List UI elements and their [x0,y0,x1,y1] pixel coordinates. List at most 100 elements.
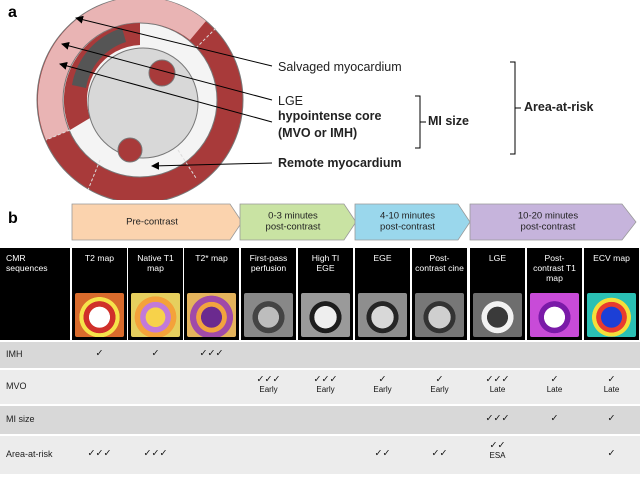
header-label: CMR sequences [6,253,48,273]
papillary-lower [117,137,143,163]
checkmark-icon: ✓ [607,374,616,385]
phase-arrow-late [469,203,637,241]
header-seq-5: EGE [355,248,410,340]
header-seq-8: Post-contrast T1 map [527,248,582,340]
phase-pre: Pre-contrast [72,204,242,240]
seq-label: T2 map [84,253,115,263]
core-region [72,28,126,88]
check-cell: ✓Late [584,374,639,395]
header-seq-9: ECV map [584,248,639,340]
seq-thumbnail [187,293,236,337]
seq-label: EGE [373,253,392,263]
checkmark-icon: ✓✓ [431,448,448,459]
phase-mid-l1: 4-10 minutes [380,210,435,222]
checkmark-icon: ✓✓✓ [485,413,510,424]
checkmark-icon: ✓✓✓ [199,348,224,359]
seq-label: T2* map [195,253,228,263]
phase-arrow-mid [354,203,471,241]
seq-thumbnail [587,293,636,337]
timing-note: ESA [489,451,506,461]
checkmark-icon: ✓ [435,374,444,385]
phase-late-l2: post-contrast [520,222,576,233]
seq-label: Post-contrast cine [415,253,464,273]
lge-label: LGE [278,94,304,108]
checkmark-icon: ✓✓✓ [143,448,168,459]
table-row: Area-at-risk✓✓✓✓✓✓✓✓✓✓✓✓ESA✓ [0,436,640,474]
seq-thumbnail [301,293,350,337]
phase-arrows [71,203,637,241]
core-label-line2: (MVO or IMH) [278,126,358,140]
header-seq-2: T2* map [184,248,239,340]
lv-cavity [87,47,199,159]
timing-note: Early [316,385,335,395]
checkmark-icon: ✓ [607,448,616,459]
heart-diagram [36,0,521,200]
table-row: MVO✓✓✓Early✓✓✓Early✓Early✓Early✓✓✓Late✓L… [0,370,640,404]
timing-note: Late [546,385,563,395]
checkmark-icon: ✓ [378,374,387,385]
timing-note: Early [373,385,392,395]
seq-thumbnail [244,293,293,337]
check-cell: ✓✓ESA [470,440,525,461]
row-label: MI size [6,414,35,424]
mi-size-brace [415,95,426,149]
timing-note: Early [259,385,278,395]
check-cell: ✓✓✓Early [298,374,353,395]
check-cell: ✓ [128,348,183,359]
check-cell: ✓✓✓Early [241,374,296,395]
header-seq-0: T2 map [72,248,127,340]
phase-arrow-pre [71,203,243,241]
checkmark-icon: ✓✓✓ [256,374,281,385]
seq-thumbnail [75,293,124,337]
seq-thumbnail [415,293,464,337]
checkmark-icon: ✓✓✓ [87,448,112,459]
segment-line-2 [87,159,101,191]
checkmark-icon: ✓✓✓ [485,374,510,385]
panel-b-letter: b [8,210,18,227]
timing-note: Early [430,385,449,395]
check-cell: ✓ [72,348,127,359]
check-cell: ✓✓✓ [128,448,183,459]
header-cmr-sequences: CMR sequences [0,248,70,340]
salvaged-label: Salvaged myocardium [278,60,402,74]
table-row: MI size✓✓✓✓✓ [0,406,640,434]
check-cell: ✓✓✓ [184,348,239,359]
checkmark-icon: ✓ [95,348,104,359]
arrow-remote [151,161,273,170]
checkmark-icon: ✓✓✓ [313,374,338,385]
timing-note: Late [489,385,506,395]
header-seq-7: LGE [470,248,525,340]
check-cell: ✓Early [355,374,410,395]
panel-a-letter: a [8,4,17,21]
seq-thumbnail [530,293,579,337]
check-cell: ✓✓ [412,448,467,459]
seq-label: ECV map [593,253,630,263]
checkmark-icon: ✓✓ [489,440,506,451]
checkmark-icon: ✓ [550,413,559,424]
seq-label: LGE [488,253,507,263]
mi-size-label: MI size [428,114,469,128]
header-seq-6: Post-contrast cine [412,248,467,340]
checkmark-icon: ✓ [151,348,160,359]
row-label: IMH [6,349,23,359]
phase-early-l2: post-contrast [265,222,321,233]
phase-pre-l1: Pre-contrast [126,216,178,228]
area-at-risk-brace [510,61,521,155]
phase-late-l1: 10-20 minutes [517,210,579,222]
arrow-lge [61,41,273,101]
seq-thumbnail [358,293,407,337]
check-cell: ✓ [584,448,639,459]
checkmark-icon: ✓✓ [374,448,391,459]
row-label: MVO [6,381,27,391]
salvaged-upper [140,0,206,40]
phase-early-l1: 0-3 minutes [268,210,318,222]
papillary-upper [148,59,176,87]
table-row: IMH✓✓✓✓✓ [0,342,640,368]
arrow-core [59,61,273,123]
